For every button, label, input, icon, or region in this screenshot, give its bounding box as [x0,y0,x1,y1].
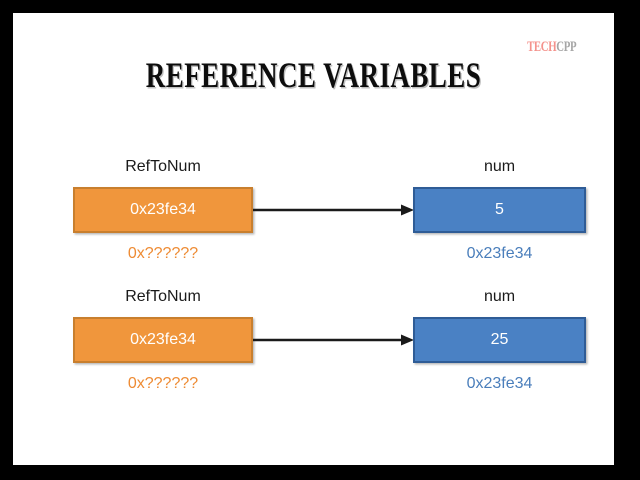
arrow-right-icon-2 [253,334,414,346]
target-address-2: 0x23fe34 [466,375,533,392]
ref-label-2: RefToNum [125,288,201,305]
logo-part-cpp: CPP [556,39,576,55]
target-label-2: num [483,288,516,305]
ref-address-1: 0x?????? [127,245,199,262]
page-title: REFERENCE VARIABLES [13,56,614,96]
ref-box-2: 0x23fe34 [73,317,253,363]
ref-box-1: 0x23fe34 [73,187,253,233]
target-box-1: 5 [413,187,586,233]
ref-label-1: RefToNum [125,158,201,175]
slide-canvas: TECHCPP REFERENCE VARIABLES RefToNum 0x2… [13,13,614,465]
arrow-right-icon-1 [253,204,414,216]
logo-part-ch: CH [540,39,557,55]
ref-address-2: 0x?????? [127,375,199,392]
target-address-1: 0x23fe34 [466,245,533,262]
target-box-2: 25 [413,317,586,363]
target-label-1: num [483,158,516,175]
page-title-text: REFERENCE VARIABLES [145,56,482,96]
ref-box-value-1: 0x23fe34 [130,201,196,218]
target-box-value-2: 25 [490,331,509,348]
logo-part-te: TE [526,39,541,55]
target-box-value-1: 5 [495,201,504,218]
ref-box-value-2: 0x23fe34 [130,331,196,348]
techcpp-logo: TECHCPP [527,40,576,55]
